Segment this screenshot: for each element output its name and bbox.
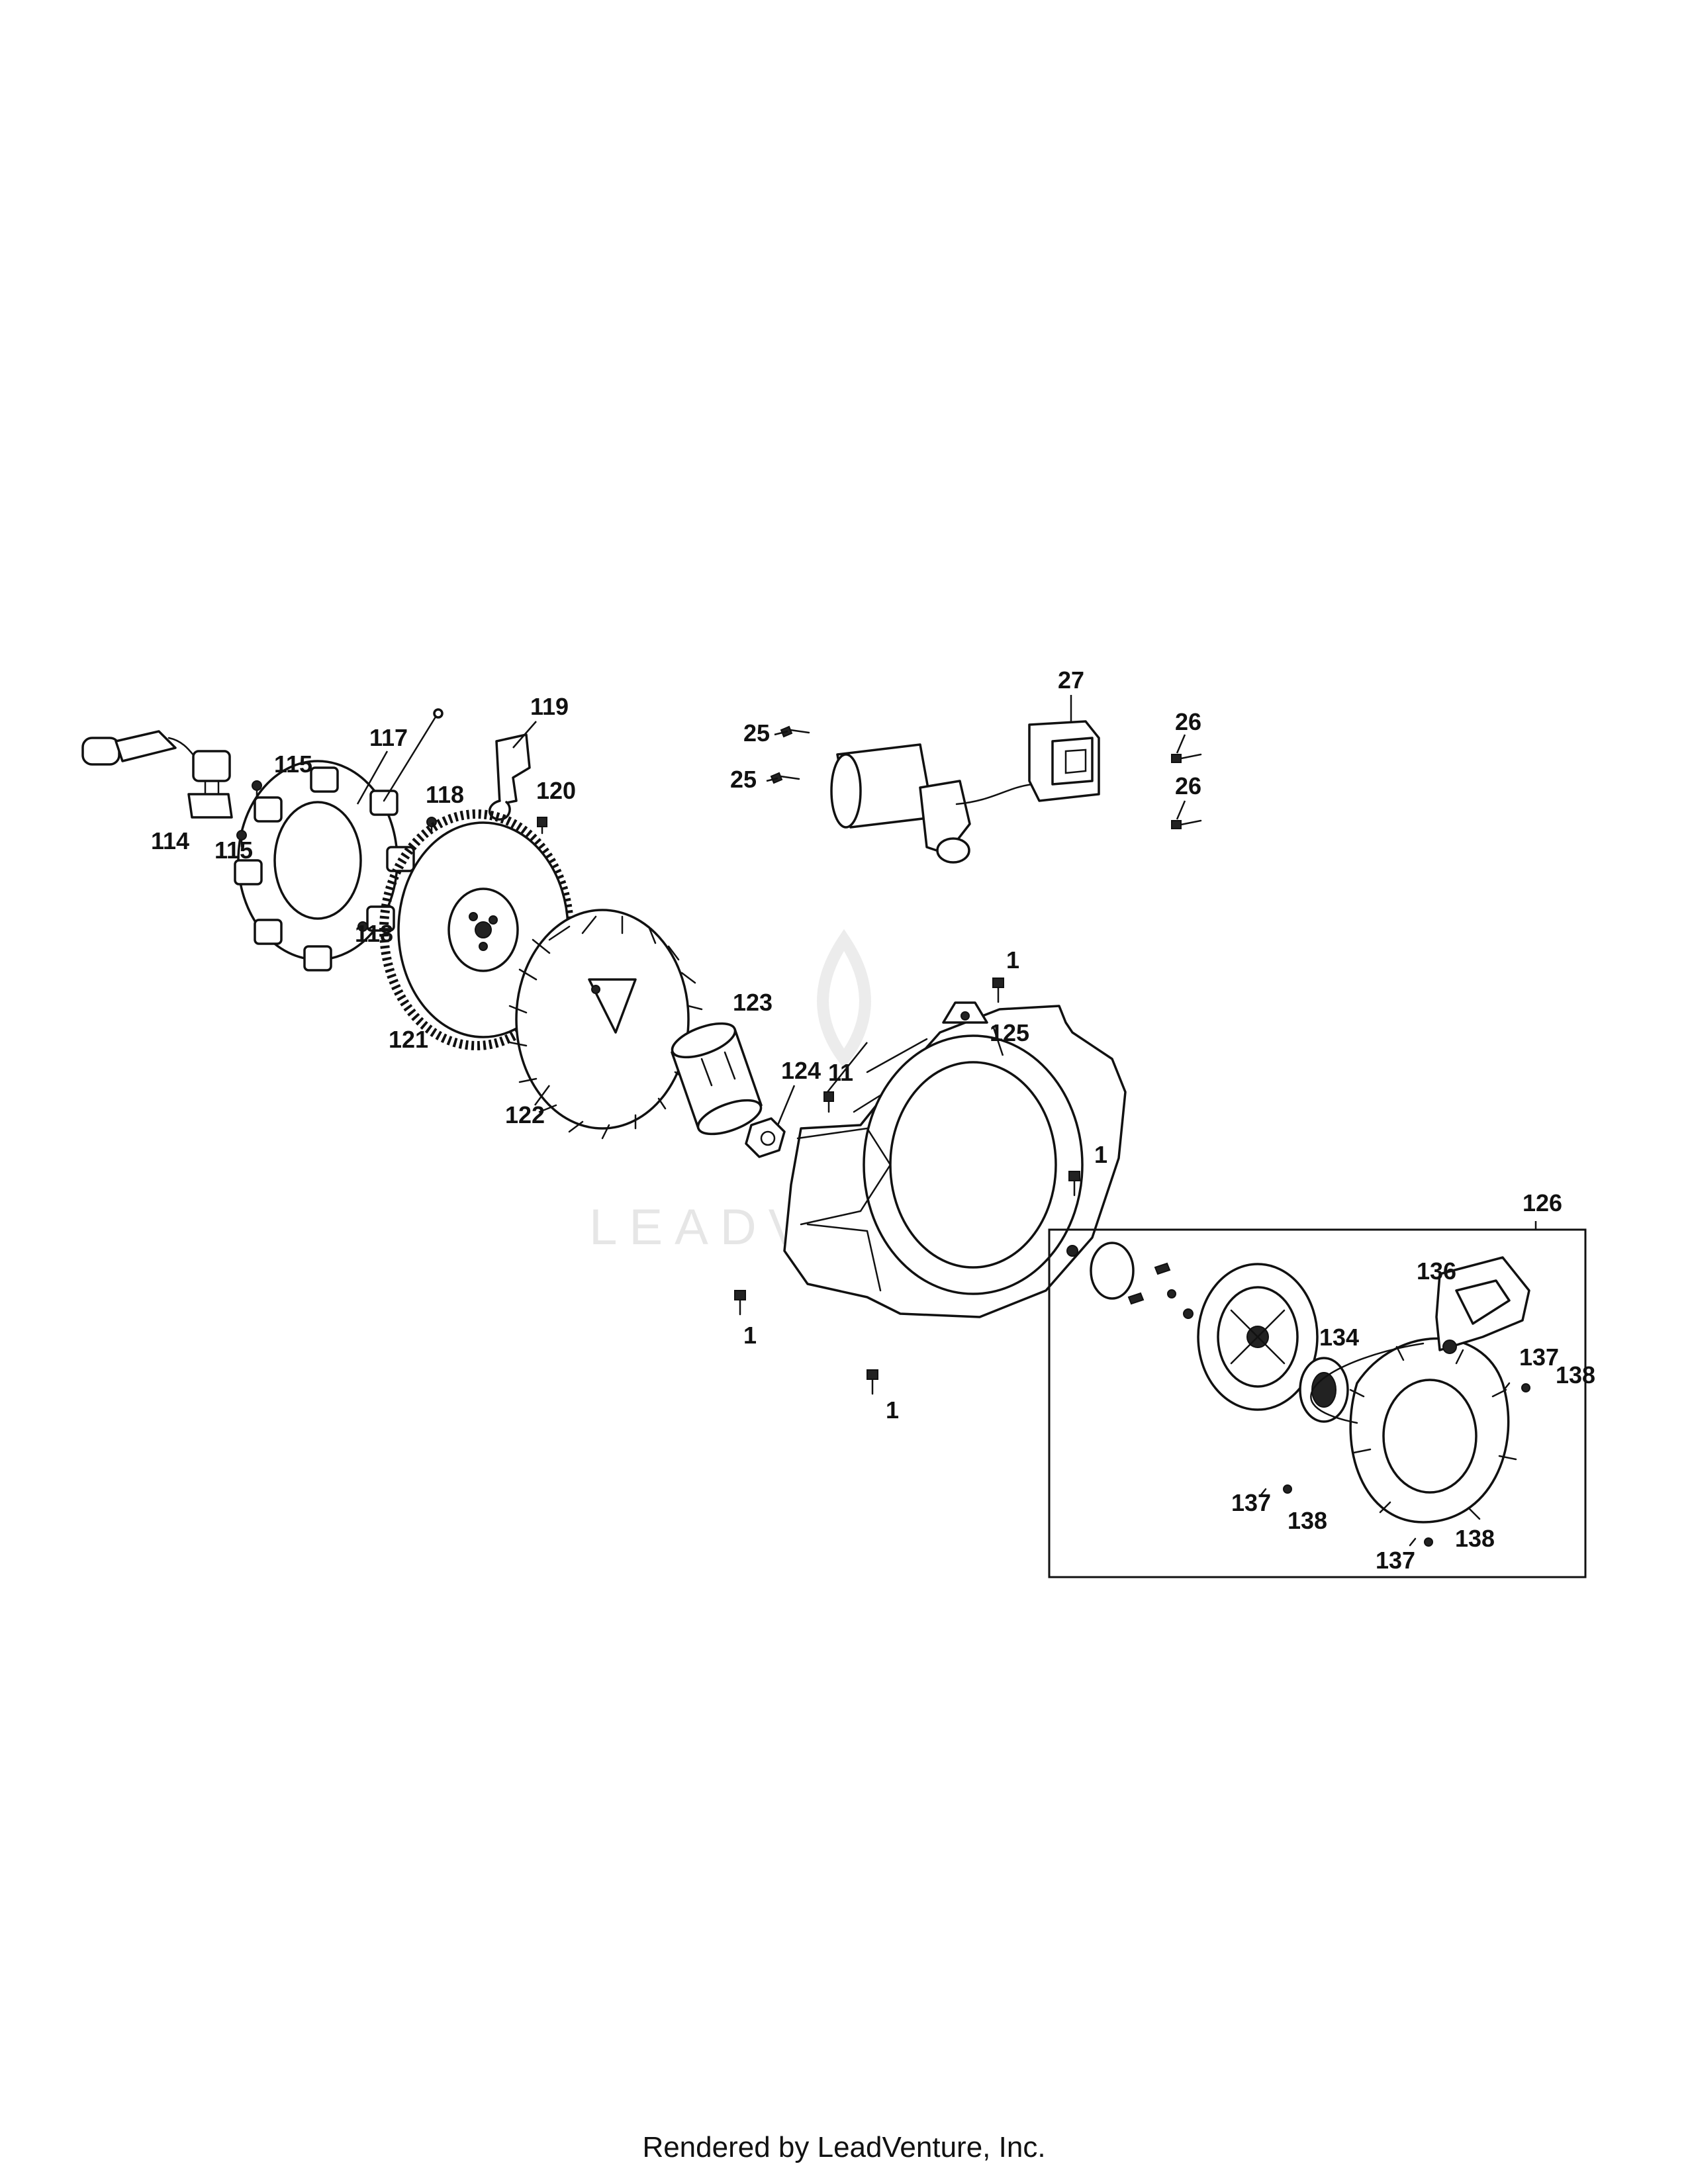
callout-26a: 26: [1175, 708, 1201, 735]
callout-1c: 1: [743, 1322, 757, 1349]
screw-115b[interactable]: [236, 830, 247, 848]
callout-118b: 118: [355, 920, 393, 947]
callout-118a: 118: [426, 781, 464, 808]
recoil-small-parts[interactable]: [1066, 1242, 1194, 1319]
callout-138c: 138: [1455, 1525, 1495, 1552]
screw-26b[interactable]: [1171, 819, 1202, 829]
callout-137b: 137: [1231, 1489, 1271, 1516]
callout-25b: 25: [730, 766, 757, 793]
starter-motor-part[interactable]: [830, 743, 1034, 864]
starter-cup-part[interactable]: [668, 1017, 765, 1141]
callout-138b: 138: [1288, 1507, 1327, 1534]
screw-1d[interactable]: [867, 1369, 878, 1395]
recoil-housing-part[interactable]: [1310, 1337, 1517, 1524]
callout-125: 125: [990, 1019, 1029, 1046]
screw-1a[interactable]: [992, 978, 1004, 1003]
callout-123: 123: [733, 989, 773, 1016]
callout-120: 120: [536, 777, 576, 804]
callout-26b: 26: [1175, 772, 1201, 799]
recoil-handle-part[interactable]: [1435, 1256, 1530, 1354]
recoil-assembly-box: [1048, 1228, 1587, 1578]
screw-118b[interactable]: [357, 921, 368, 939]
bracket-part[interactable]: [488, 733, 531, 821]
blower-housing-part[interactable]: [783, 1001, 1127, 1318]
callout-labels: 27 25 25 26 26 119 117 115 115 114 118 1…: [151, 666, 1595, 1574]
callout-137a: 137: [1519, 1343, 1559, 1371]
callout-126: 126: [1523, 1189, 1562, 1216]
leader-lines: [356, 695, 1537, 1230]
solenoid-part[interactable]: [1028, 720, 1100, 802]
callout-1d: 1: [886, 1396, 899, 1424]
callout-117: 117: [369, 724, 408, 751]
callout-115a: 115: [274, 751, 312, 778]
ignition-coil-part[interactable]: [81, 730, 233, 819]
callout-138a: 138: [1556, 1361, 1595, 1388]
callout-114: 114: [151, 827, 189, 854]
flywheel-nut-part[interactable]: [745, 1117, 786, 1158]
screw-120[interactable]: [537, 817, 547, 835]
cooling-fan-part[interactable]: [508, 909, 703, 1140]
callout-136: 136: [1417, 1257, 1456, 1285]
callout-25a: 25: [743, 719, 770, 747]
callout-27: 27: [1058, 666, 1084, 694]
callout-122: 122: [505, 1101, 545, 1128]
stator-part[interactable]: [234, 708, 444, 972]
screw-25b[interactable]: [770, 772, 800, 784]
recoil-screws[interactable]: [1259, 1382, 1530, 1547]
screw-26a[interactable]: [1171, 753, 1202, 763]
callout-1b: 1: [1094, 1141, 1107, 1168]
screw-1c[interactable]: [734, 1290, 746, 1316]
callout-1a: 1: [1006, 946, 1019, 974]
callout-115b: 115: [214, 837, 253, 864]
callout-124: 124: [781, 1057, 821, 1084]
screw-11[interactable]: [823, 1091, 834, 1113]
footer-credit: Rendered by LeadVenture, Inc.: [642, 2131, 1046, 2163]
recoil-spring-part[interactable]: [1299, 1357, 1349, 1423]
callout-11: 11: [828, 1059, 853, 1086]
callout-137c: 137: [1376, 1547, 1415, 1574]
screw-1b[interactable]: [1068, 1171, 1080, 1197]
screw-115a[interactable]: [252, 780, 262, 798]
recoil-reel-part[interactable]: [1197, 1263, 1319, 1411]
callout-119: 119: [530, 693, 569, 720]
callout-134: 134: [1319, 1324, 1359, 1351]
callout-121: 121: [389, 1026, 428, 1053]
